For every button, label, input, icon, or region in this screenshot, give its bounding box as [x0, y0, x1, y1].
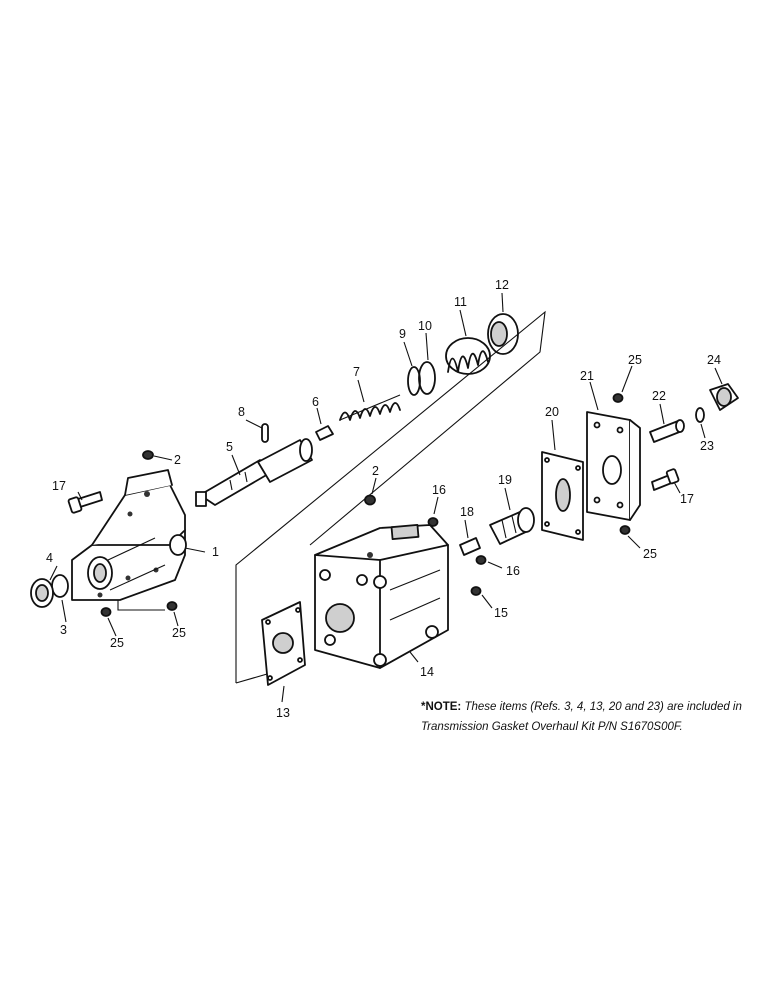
callout-25-c: 25 — [628, 353, 642, 367]
callout-19: 19 — [498, 473, 512, 487]
spool-part-5 — [195, 438, 313, 507]
note-prefix: *NOTE: — [421, 701, 462, 713]
callout-21: 21 — [580, 369, 594, 383]
callout-3: 3 — [60, 623, 67, 637]
o-ring-part-3 — [51, 574, 69, 598]
callout-2-center: 2 — [372, 464, 379, 478]
callout-7: 7 — [353, 365, 360, 379]
callout-17-left: 17 — [52, 479, 66, 493]
ring-part-10 — [418, 361, 436, 395]
plug-part-24 — [709, 383, 739, 411]
callout-11: 11 — [454, 295, 467, 309]
piston-part-19 — [489, 507, 535, 545]
callout-15: 15 — [494, 606, 508, 620]
callout-17-right: 17 — [680, 492, 694, 506]
callout-8: 8 — [238, 405, 245, 419]
callout-22: 22 — [652, 389, 666, 403]
kit-note-line-1: *NOTE: These items (Refs. 3, 4, 13, 20 a… — [421, 697, 761, 717]
spring-part-7 — [339, 394, 401, 421]
callout-6: 6 — [312, 395, 319, 409]
valve-body-part-14 — [314, 523, 449, 669]
cap-part-12 — [487, 313, 519, 355]
leader-lines — [49, 292, 723, 703]
kit-note-line-2: Transmission Gasket Overhaul Kit P/N S16… — [421, 721, 683, 733]
callout-10: 10 — [418, 319, 432, 333]
screw-part-16-lower — [475, 555, 487, 565]
callout-16-lower: 16 — [506, 564, 520, 578]
callout-16-upper: 16 — [432, 483, 446, 497]
callout-5: 5 — [226, 440, 233, 454]
o-ring-part-23 — [695, 407, 705, 423]
gasket-part-20 — [541, 451, 584, 541]
callout-12: 12 — [495, 278, 509, 292]
callout-13: 13 — [276, 706, 290, 720]
plunger-part-22 — [649, 419, 685, 443]
seal-part-4 — [30, 578, 54, 608]
callout-9: 9 — [399, 327, 406, 341]
bolt-part-17-left — [67, 491, 103, 514]
ring-part-9 — [407, 366, 421, 396]
callout-4: 4 — [46, 551, 53, 565]
callout-25-d: 25 — [643, 547, 657, 561]
gasket-part-13 — [261, 601, 306, 686]
screw-part-2-center — [364, 494, 376, 506]
valve-body-part-1 — [71, 469, 187, 611]
plug-part-6 — [315, 425, 334, 441]
screw-part-15 — [470, 586, 482, 596]
callout-24: 24 — [707, 353, 721, 367]
callout-18: 18 — [460, 505, 474, 519]
kit-note: *NOTE: These items (Refs. 3, 4, 13, 20 a… — [421, 697, 761, 737]
screw-part-2-left — [142, 450, 154, 460]
callout-20: 20 — [545, 405, 559, 419]
plug-part-18 — [459, 537, 481, 556]
screw-part-25-c — [612, 393, 624, 403]
callout-14: 14 — [420, 665, 434, 679]
callout-2-left: 2 — [174, 453, 181, 467]
bolt-part-17-right — [651, 468, 680, 491]
screw-part-16-upper — [427, 517, 439, 527]
callout-1: 1 — [212, 545, 219, 559]
callout-labels: 1 2 3 4 5 6 7 8 9 10 11 12 13 14 15 16 1… — [46, 278, 721, 720]
callout-25-a: 25 — [110, 636, 124, 650]
cover-part-21 — [586, 411, 641, 521]
note-line-1-text: These items (Refs. 3, 4, 13, 20 and 23) … — [464, 701, 742, 713]
callout-23: 23 — [700, 439, 714, 453]
callout-25-b: 25 — [172, 626, 186, 640]
screw-part-25-b — [166, 601, 178, 611]
screw-part-25-d — [619, 525, 631, 535]
screw-part-25-a — [100, 607, 112, 617]
pin-part-8 — [261, 423, 269, 443]
spring-part-11 — [445, 337, 491, 375]
